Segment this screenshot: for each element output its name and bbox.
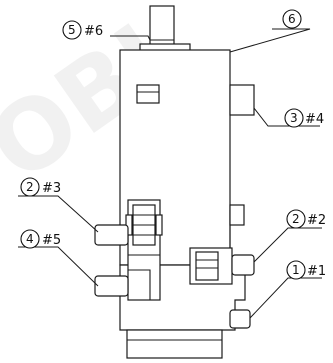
right-boss-upper xyxy=(229,84,255,116)
label-3: 3 #4 xyxy=(284,108,324,128)
svg-text:1: 1 xyxy=(292,263,300,277)
label-6: 6 xyxy=(282,9,302,29)
svg-text:#5: #5 xyxy=(42,233,61,248)
svg-text:2: 2 xyxy=(26,180,34,194)
svg-text:#2: #2 xyxy=(307,213,326,228)
label-1: 1 #1 xyxy=(286,260,326,280)
svg-text:2: 2 xyxy=(292,212,300,226)
svg-text:6: 6 xyxy=(288,12,296,26)
left-valve-assembly xyxy=(94,199,163,301)
housing-window xyxy=(136,84,160,104)
right-step xyxy=(229,204,245,226)
port-2-left xyxy=(94,224,129,246)
svg-text:#4: #4 xyxy=(305,112,324,127)
svg-text:#1: #1 xyxy=(307,264,326,279)
svg-text:5: 5 xyxy=(68,23,76,37)
svg-text:3: 3 xyxy=(290,111,298,125)
label-2-left: 2 #3 xyxy=(20,177,61,197)
left-valve-clip-2 xyxy=(155,214,163,236)
svg-text:4: 4 xyxy=(26,232,34,246)
label-4: 4 #5 xyxy=(20,229,61,249)
port-4 xyxy=(94,275,129,297)
port-1 xyxy=(229,309,251,329)
svg-text:#6: #6 xyxy=(84,24,103,39)
right-valve-assembly xyxy=(189,247,255,329)
top-stem xyxy=(149,5,175,47)
label-5: 5 #6 xyxy=(62,20,103,40)
main-housing xyxy=(119,5,255,359)
svg-text:#3: #3 xyxy=(42,181,61,196)
port-2-right xyxy=(231,254,255,276)
right-valve-core xyxy=(195,251,219,281)
label-2-right: 2 #2 xyxy=(286,209,326,229)
bottom-base xyxy=(126,329,223,359)
